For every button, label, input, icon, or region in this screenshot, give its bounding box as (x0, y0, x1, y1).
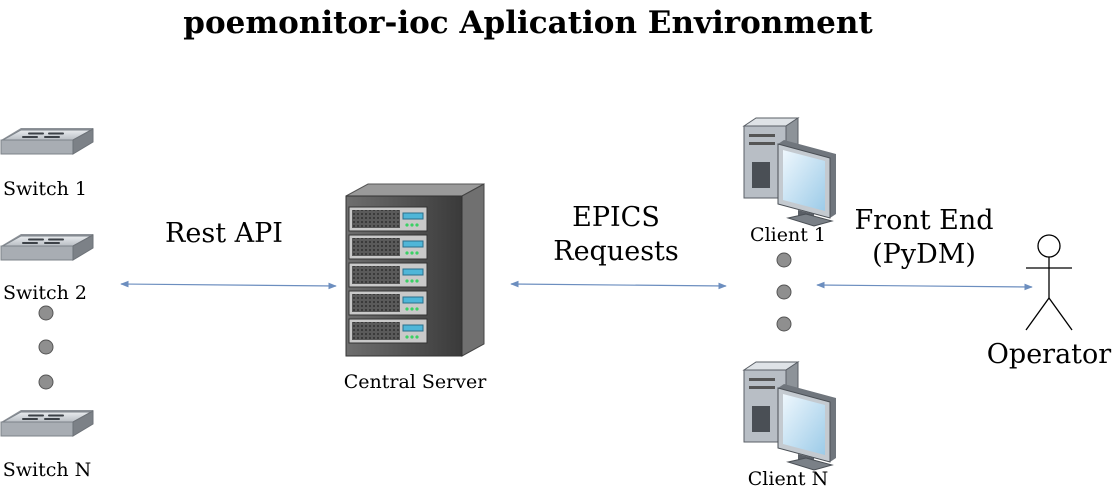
server-rack-icon (345, 183, 485, 357)
switch-n-node: Switch N (0, 409, 94, 481)
switch-1-node: Switch 1 (0, 127, 94, 200)
edge-label-rest-api: Rest API (165, 218, 283, 249)
connector-server-clients (510, 280, 727, 290)
client-computer-icon (743, 361, 837, 471)
switch-1-label: Switch 1 (3, 178, 87, 200)
edge-label-epics-line-1: EPICS (572, 202, 660, 233)
network-switch-icon (0, 409, 94, 437)
central-server-node: Central Server (344, 183, 488, 393)
edge-label-frontend-line-2: (PyDM) (872, 239, 976, 270)
client-n-node: Client N (743, 361, 837, 488)
connector-switches-server (120, 280, 337, 290)
network-switch-icon (0, 233, 94, 261)
ellipsis-dot (776, 284, 792, 300)
connector-clients-operator (816, 281, 1033, 291)
switch-2-label: Switch 2 (3, 282, 87, 304)
central-server-label: Central Server (344, 371, 488, 393)
client-1-label: Client 1 (750, 224, 826, 246)
switch-2-node: Switch 2 (0, 233, 94, 304)
ellipsis-dot (38, 339, 54, 355)
client-1-node: Client 1 (743, 117, 837, 246)
operator-node: Operator (987, 234, 1112, 370)
edge-label-frontend-line-1: Front End (854, 205, 993, 236)
server-bays (348, 206, 428, 344)
network-switch-icon (0, 127, 94, 155)
operator-actor-icon (1025, 234, 1073, 331)
client-ellipsis (776, 252, 792, 332)
operator-label: Operator (987, 339, 1112, 370)
edge-label-epics-line-2: Requests (553, 236, 679, 267)
ellipsis-dot (776, 252, 792, 268)
diagram-title: poemonitor-ioc Aplication Environment (183, 5, 873, 41)
client-computer-icon (743, 117, 837, 227)
switch-n-label: Switch N (3, 459, 92, 481)
ellipsis-dot (776, 316, 792, 332)
ellipsis-dot (38, 374, 54, 390)
client-n-label: Client N (748, 468, 828, 488)
ellipsis-dot (38, 305, 54, 321)
switch-ellipsis (38, 305, 54, 390)
